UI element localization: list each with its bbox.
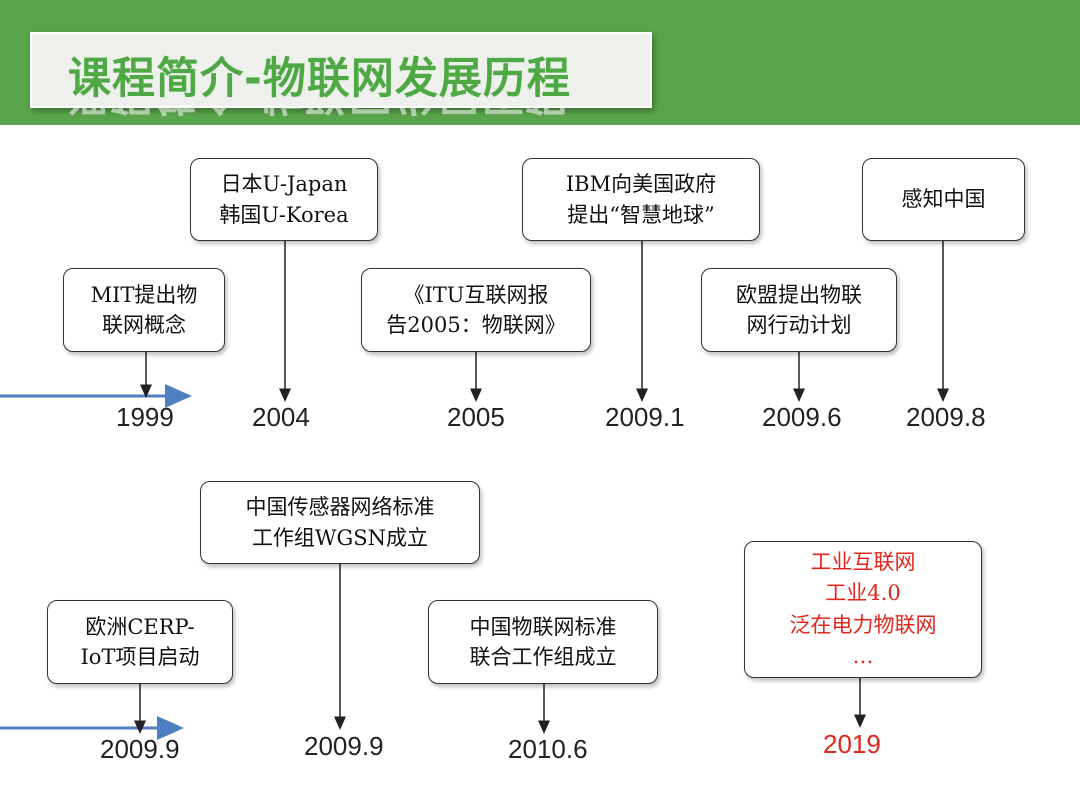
title-box: 课程简介-物联网发展历程 xyxy=(30,32,652,108)
year-label: 2009.6 xyxy=(762,402,842,432)
year-label: 2019 xyxy=(823,729,881,759)
event-box-2009-9-wgsn: 中国传感器网络标准 工作组WGSN成立 xyxy=(200,481,480,564)
event-box-2004: 日本U-Japan 韩国U-Korea xyxy=(190,158,378,241)
event-box-2005: 《ITU互联网报 告2005：物联网》 xyxy=(361,268,591,352)
year-label: 2010.6 xyxy=(508,734,588,764)
year-label: 2009.9 xyxy=(304,731,384,761)
event-box-1999: MIT提出物 联网概念 xyxy=(63,268,225,352)
year-label: 2009.1 xyxy=(605,402,685,432)
event-box-2019: 工业互联网 工业4.0 泛在电力物联网 … xyxy=(744,541,982,678)
year-label: 2009.9 xyxy=(100,734,180,764)
year-label: 2005 xyxy=(447,402,505,432)
event-box-2009-8: 感知中国 xyxy=(862,158,1025,241)
event-box-2009-1: IBM向美国政府 提出“智慧地球” xyxy=(522,158,760,241)
event-box-2009-9-cerp: 欧洲CERP- IoT项目启动 xyxy=(47,600,233,684)
year-label: 1999 xyxy=(116,402,174,432)
year-label: 2004 xyxy=(252,402,310,432)
page-title: 课程简介-物联网发展历程 xyxy=(68,54,571,104)
event-box-2010-6: 中国物联网标准 联合工作组成立 xyxy=(428,600,658,684)
event-box-2009-6: 欧盟提出物联 网行动计划 xyxy=(701,268,897,352)
year-label: 2009.8 xyxy=(906,402,986,432)
